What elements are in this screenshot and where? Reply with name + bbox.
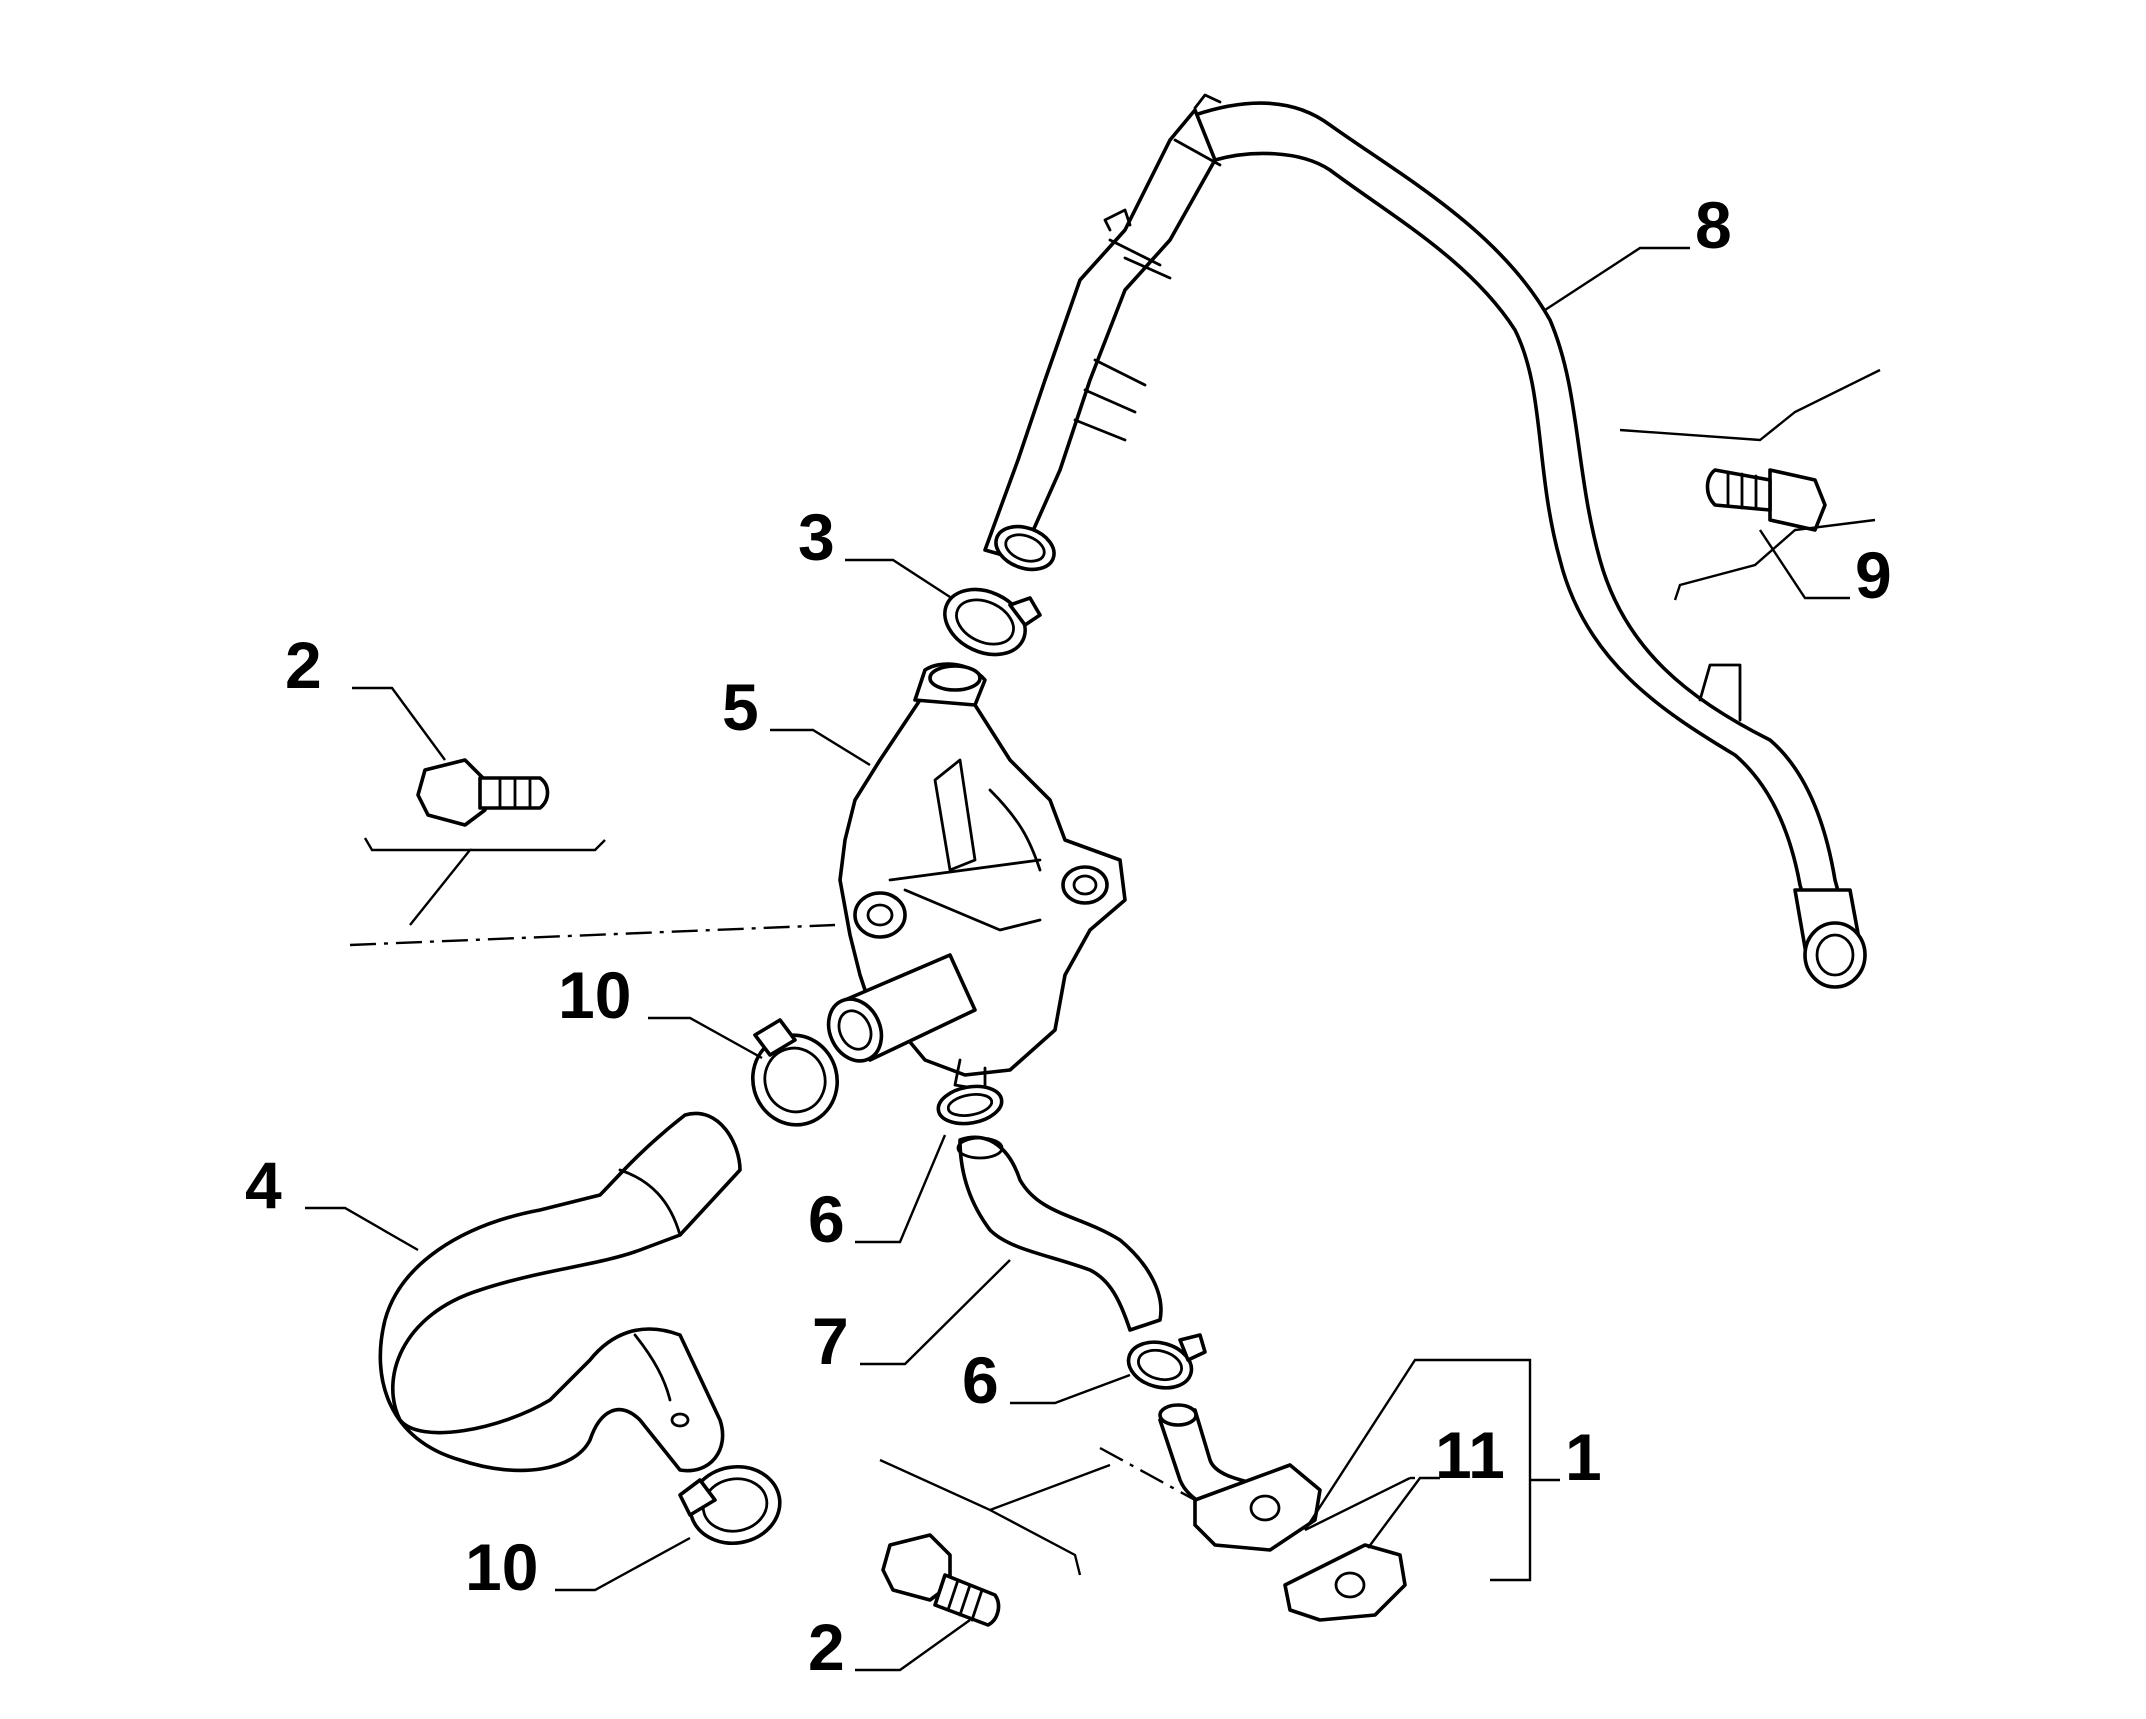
callout-5: 5	[722, 670, 759, 744]
callout-labels: 8 9 3 2 5 10 4 6 7 6 11 1 10 2	[245, 188, 1892, 1684]
part-10-clamp-lower	[678, 1464, 782, 1546]
callout-2-lower: 2	[808, 1610, 845, 1684]
mounting-break-symbols	[363, 368, 1881, 1576]
callout-2-upper: 2	[285, 628, 322, 702]
part-6-clamp-upper	[936, 1084, 1004, 1126]
part-3-hose-clamp	[943, 587, 1042, 657]
callout-8: 8	[1695, 188, 1732, 262]
part-2-bolt-lower	[881, 1533, 1001, 1627]
part-4-bent-hose	[378, 1111, 742, 1473]
callout-4: 4	[245, 1148, 282, 1222]
part-7-small-hose	[956, 1135, 1163, 1332]
part-8-coolant-pipe	[983, 93, 1867, 989]
callout-1: 1	[1565, 1420, 1602, 1494]
part-2-bolt-upper	[416, 758, 550, 827]
callout-3: 3	[798, 500, 835, 574]
part-1-outlet-flange	[1158, 1403, 1322, 1552]
part-9-bolt	[1705, 468, 1827, 532]
part-5-thermostat-housing	[826, 662, 1127, 1092]
callout-11: 11	[1435, 1418, 1505, 1492]
center-lines	[349, 923, 1196, 1502]
callout-6-upper: 6	[808, 1182, 845, 1256]
part-10-clamp-upper	[750, 1018, 840, 1127]
callout-9: 9	[1855, 538, 1892, 612]
callout-10-upper: 10	[558, 958, 631, 1032]
callout-7: 7	[812, 1304, 849, 1378]
part-6-clamp-lower	[1126, 1333, 1207, 1390]
callout-6-lower: 6	[962, 1343, 999, 1417]
part-11-gasket	[1283, 1543, 1407, 1622]
callout-leaders	[305, 246, 1850, 1672]
callout-10-lower: 10	[465, 1530, 538, 1604]
